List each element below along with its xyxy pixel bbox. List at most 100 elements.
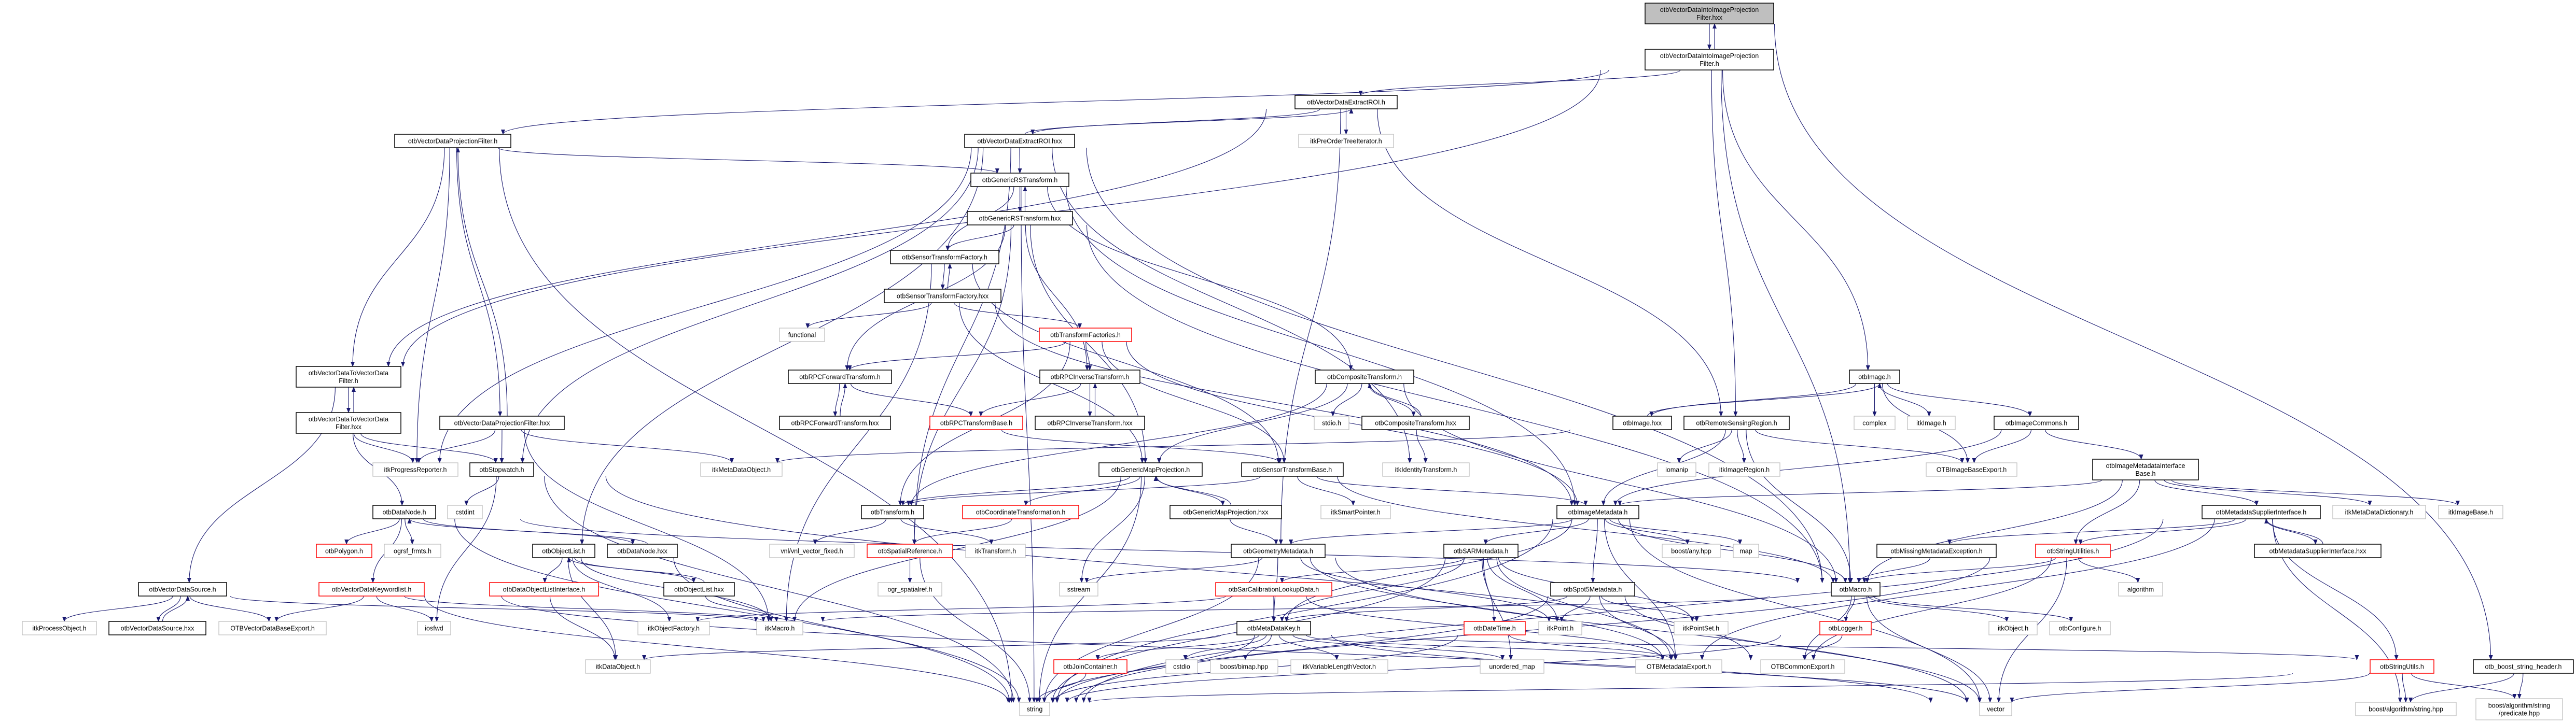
node-label: string	[1027, 706, 1043, 713]
node-box	[2254, 544, 2382, 558]
node-tfact[interactable]: otbTransformFactories.h	[1039, 328, 1132, 342]
edge-composite-to-genmap	[1157, 383, 1348, 463]
node-label: otb_boost_string_header.h	[2485, 663, 2561, 671]
node-rpcinv_hxx[interactable]: otbRPCInverseTransform.hxx	[1035, 416, 1145, 430]
edge-objlist-to-dataobject	[567, 557, 618, 660]
node-datetime[interactable]: otbDateTime.h	[1464, 621, 1526, 635]
node-vds_h[interactable]: otbVectorDataSource.h	[138, 582, 227, 597]
node-polygon[interactable]: otbPolygon.h	[316, 544, 372, 558]
node-sensorbase[interactable]: otbSensorTransformBase.h	[1241, 462, 1344, 477]
edge-imgcommons-to-imgmeta	[1613, 429, 2002, 506]
node-label: algorithm	[2127, 586, 2154, 593]
node-box	[2202, 505, 2321, 519]
node-keywordlist[interactable]: otbVectorDataKeywordlist.h	[318, 582, 425, 597]
node-grst_hxx[interactable]: otbGenericRSTransform.hxx	[967, 211, 1073, 225]
node-genmap_hxx[interactable]: otbGenericMapProjection.hxx	[1169, 505, 1282, 519]
node-label: itkImage.h	[1916, 420, 1946, 427]
node-geommeta[interactable]: otbGeometryMetadata.h	[1231, 544, 1326, 558]
node-rpcinv[interactable]: otbRPCInverseTransform.h	[1039, 370, 1140, 384]
edge-mdkey-to-bimap	[1243, 634, 1272, 660]
edge-vdpf_hxx-to-itkmacro	[524, 429, 771, 622]
node-image_h[interactable]: otbImage.h	[1849, 370, 1900, 384]
node-mdsupplier[interactable]: otbMetadataSupplierInterface.h	[2202, 505, 2321, 519]
node-image_hxx[interactable]: otbImage.hxx	[1612, 416, 1672, 430]
node-composite_hxx[interactable]: otbCompositeTransform.hxx	[1361, 416, 1470, 430]
node-grst_h[interactable]: otbGenericRSTransform.h	[970, 173, 1069, 187]
node-sarcalib[interactable]: otbSarCalibrationLookupData.h	[1215, 582, 1332, 597]
node-label-line: OTBMetadataExport.h	[1647, 663, 1711, 671]
node-missingmeta[interactable]: otbMissingMetadataException.h	[1876, 544, 1997, 558]
node-sf_h[interactable]: otbSensorTransformFactory.h	[890, 250, 999, 264]
node-box	[637, 621, 710, 635]
node-label: sstream	[1067, 586, 1090, 593]
node-strutilities[interactable]: otbStringUtilities.h	[2035, 544, 2111, 558]
node-objlist[interactable]: otbObjectList.h	[532, 544, 595, 558]
node-label: boost/algorithm/string/predicate.hpp	[2488, 702, 2551, 717]
node-transform[interactable]: otbTransform.h	[861, 505, 924, 519]
node-label: functional	[788, 332, 816, 339]
node-label-line: otbCompositeTransform.hxx	[1375, 420, 1456, 427]
node-datanode[interactable]: otbDataNode.h	[372, 505, 436, 519]
edge-vdpf_hxx-to-mdobject	[521, 429, 734, 463]
node-vdpf_hxx[interactable]: otbVectorDataProjectionFilter.hxx	[439, 416, 565, 430]
edge-geommeta-to-sstream	[1084, 557, 1263, 583]
node-strutils[interactable]: otbStringUtils.h	[2370, 659, 2434, 674]
node-label-line: otbVectorDataProjectionFilter.hxx	[454, 420, 551, 427]
node-string: string	[1019, 702, 1050, 716]
node-box	[884, 289, 1001, 303]
node-imgcommons[interactable]: otbImageCommons.h	[1994, 416, 2079, 430]
node-mdkey[interactable]: otbMetaDataKey.h	[1236, 621, 1311, 635]
node-rpcfwd_hxx[interactable]: otbRPCForwardTransform.hxx	[779, 416, 891, 430]
node-label: otbVectorDataSource.hxx	[121, 625, 194, 632]
node-joincont[interactable]: otbJoinContainer.h	[1053, 659, 1127, 674]
node-spatialref[interactable]: otbSpatialReference.h	[867, 544, 953, 558]
node-preorder: itkPreOrderTreeIterator.h	[1298, 134, 1394, 148]
edge-datanode-to-polygon	[344, 518, 400, 545]
node-sf_hxx[interactable]: otbSensorTransformFactory.hxx	[884, 289, 1001, 303]
node-label-line: otbSensorTransformBase.h	[1253, 466, 1332, 474]
edge-extroi_hxx-to-progress	[437, 147, 972, 463]
node-mdsupplier_hxx[interactable]: otbMetadataSupplierInterface.hxx	[2254, 544, 2382, 558]
node-label-line: /predicate.hpp	[2499, 710, 2540, 717]
node-dolistif[interactable]: otbDataObjectListInterface.h	[489, 582, 599, 597]
node-datanode_hxx[interactable]: otbDataNode.hxx	[607, 544, 678, 558]
node-objlist_hxx[interactable]: otbObjectList.hxx	[663, 582, 735, 597]
node-label-line: vector	[1987, 706, 2004, 713]
node-label: ogrsf_frmts.h	[394, 548, 431, 555]
node-label-line: unordered_map	[1489, 663, 1535, 671]
edge-sarmeta-to-mdkey	[1280, 557, 1465, 622]
node-label: otbVectorDataSource.h	[149, 586, 216, 593]
node-boosthdr[interactable]: otb_boost_string_header.h	[2473, 659, 2574, 674]
node-label: otbImageMetadata.h	[1568, 509, 1628, 516]
edge-spot5-to-vector	[1624, 596, 1982, 703]
edge-imgmeta-to-otbmacro	[1618, 518, 1848, 583]
node-vds_hxx[interactable]: otbVectorDataSource.hxx	[108, 621, 206, 635]
node-label-line: itkPreOrderTreeIterator.h	[1310, 138, 1382, 145]
node-label-line: otbMacro.h	[1840, 586, 1872, 593]
node-genmap[interactable]: otbGenericMapProjection.h	[1098, 462, 1203, 477]
node-imgmeta[interactable]: otbImageMetadata.h	[1556, 505, 1639, 519]
node-spot5[interactable]: otbSpot5Metadata.h	[1550, 582, 1635, 597]
node-rpcbase[interactable]: otbRPCTransformBase.h	[929, 416, 1023, 430]
node-logger[interactable]: otbLogger.h	[1819, 621, 1872, 635]
node-stopwatch[interactable]: otbStopwatch.h	[469, 462, 534, 477]
node-extroi_hxx[interactable]: otbVectorDataExtractROI.hxx	[964, 134, 1075, 148]
node-sarmeta[interactable]: otbSARMetadata.h	[1443, 544, 1519, 558]
node-otbmacro[interactable]: otbMacro.h	[1831, 582, 1881, 597]
node-rsregion[interactable]: otbRemoteSensingRegion.h	[1683, 416, 1790, 430]
node-composite[interactable]: otbCompositeTransform.h	[1315, 370, 1414, 384]
edge-composite_hxx-to-identity	[1416, 429, 1428, 463]
node-rpcfwd[interactable]: otbRPCForwardTransform.h	[788, 370, 892, 384]
edge-vdpf_hxx-to-vdpf_h	[456, 147, 508, 417]
node-vdpf_h[interactable]: otbVectorDataProjectionFilter.h	[394, 134, 511, 148]
node-coordtrans[interactable]: otbCoordinateTransformation.h	[962, 505, 1079, 519]
node-extroi_h[interactable]: otbVectorDataExtractROI.h	[1294, 95, 1398, 109]
edge-extroi_hxx-to-spatialref	[912, 147, 1011, 545]
